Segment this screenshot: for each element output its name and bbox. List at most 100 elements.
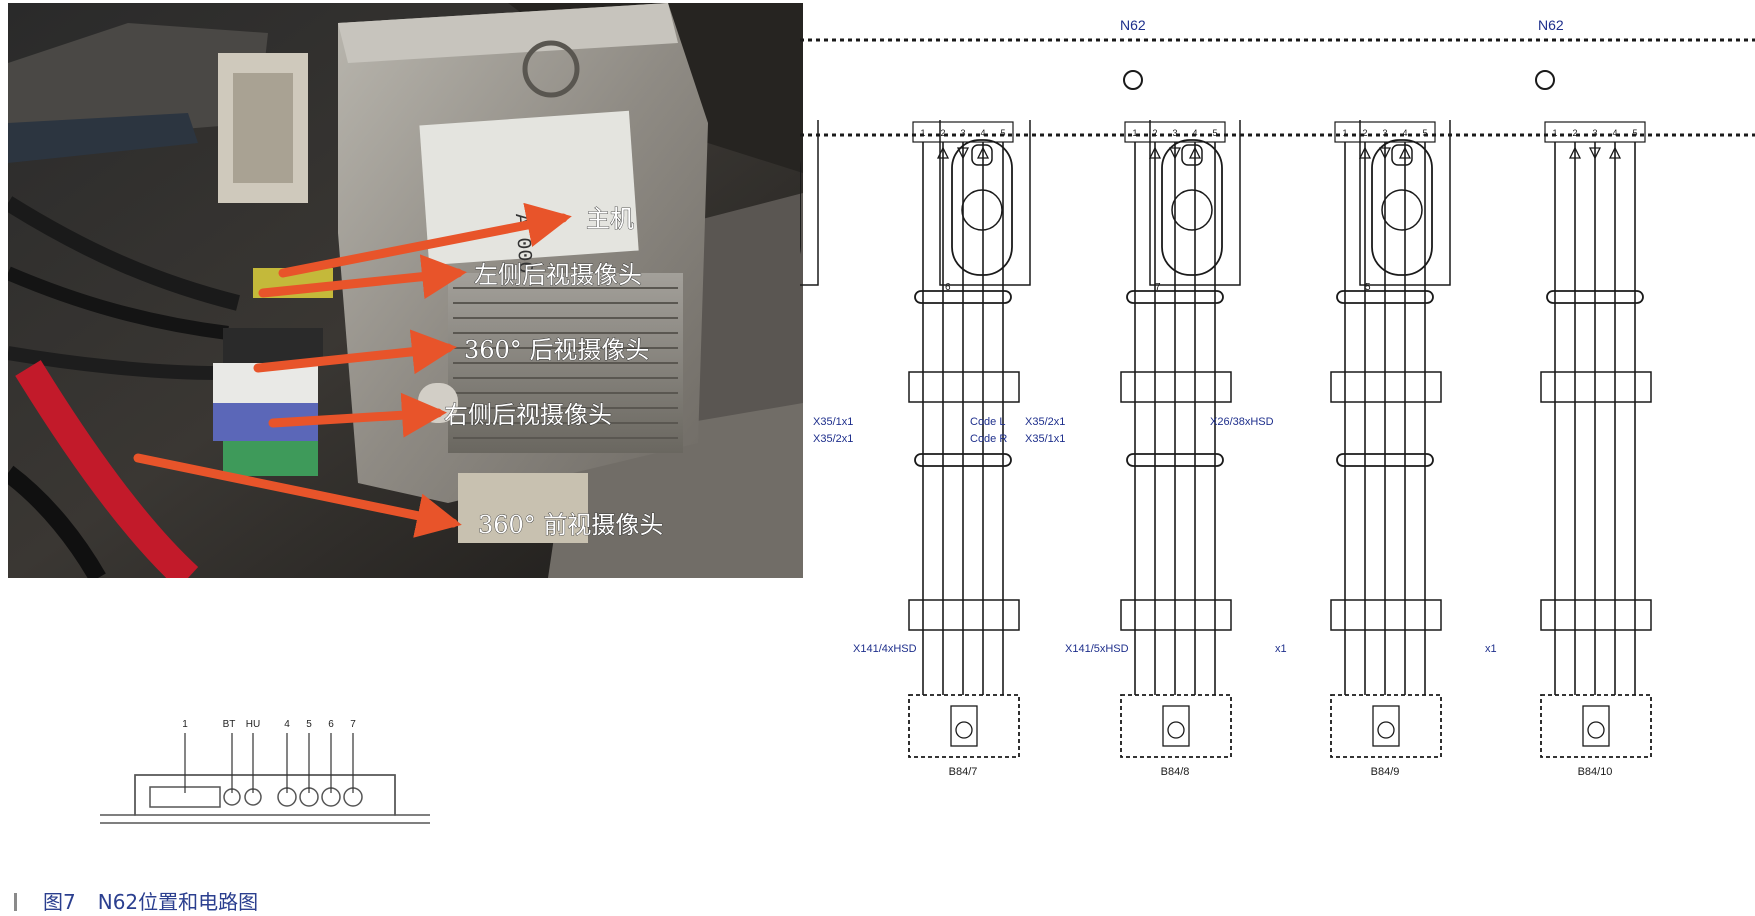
pin-number: 1 <box>920 128 925 138</box>
code-value-label: X26/38xHSD <box>1210 416 1274 428</box>
pin-number: 2 <box>1362 128 1367 138</box>
cable-sleeve <box>914 453 1012 467</box>
module-label-left: N62 <box>1120 17 1146 33</box>
figure-caption: 图7 N62位置和电路图 <box>14 886 258 915</box>
inline-connector <box>1540 371 1652 403</box>
connector-outline <box>800 120 819 286</box>
figure-number: 图7 <box>43 890 76 914</box>
connector-id-label: X141/4xHSD <box>853 643 917 655</box>
code-value-label: X35/1x1 <box>813 416 853 428</box>
pin-label: 7 <box>350 719 356 730</box>
pin-number: 3 <box>1592 128 1597 138</box>
pin-number: 1 <box>1342 128 1347 138</box>
figure-title: N62位置和电路图 <box>97 890 259 914</box>
device-label: B84/9 <box>1371 766 1400 778</box>
camera-device-box <box>1540 694 1652 758</box>
module-label-right: N62 <box>1538 17 1564 33</box>
pin-label: 5 <box>306 719 312 730</box>
diode-icon <box>956 147 970 160</box>
code-value-label: X35/2x1 <box>1025 416 1065 428</box>
cable-sleeve <box>1126 453 1224 467</box>
label-left-rear-camera: 左侧后视摄像头 <box>474 261 642 289</box>
cable-sleeve <box>914 290 1012 304</box>
pin-label: 4 <box>284 719 290 730</box>
diode-icon <box>1398 146 1412 159</box>
connector-id-label: x1 <box>1275 643 1287 655</box>
device-label: B84/8 <box>1161 766 1190 778</box>
diode-icon <box>1378 147 1392 160</box>
pin-number: 5 <box>1422 128 1427 138</box>
connector-id-label: X141/5xHSD <box>1065 643 1129 655</box>
label-host: 主机 <box>586 205 634 233</box>
camera-device-box <box>1330 694 1442 758</box>
code-value-label: X35/1x1 <box>1025 433 1065 445</box>
device-label: B84/7 <box>949 766 978 778</box>
inline-connector <box>1120 371 1232 403</box>
ground-icon <box>1535 70 1555 90</box>
camera-icon <box>1162 705 1190 747</box>
pin-number: 4 <box>1192 128 1197 138</box>
camera-icon <box>950 705 978 747</box>
camera-icon <box>1582 705 1610 747</box>
pin-number: 5 <box>1000 128 1005 138</box>
pin-number: 1 <box>1552 128 1557 138</box>
inline-connector <box>1330 371 1442 403</box>
pin-number: 2 <box>940 128 945 138</box>
pin-number: 5 <box>1212 128 1217 138</box>
diode-icon <box>1188 146 1202 159</box>
connector-face <box>1381 189 1423 231</box>
camera-connector-icon <box>1371 139 1433 276</box>
connector-face <box>961 189 1003 231</box>
connector-outline <box>939 120 1031 286</box>
camera-connector-icon <box>1161 139 1223 276</box>
pin-label: BT <box>223 719 236 730</box>
camera-lens-icon <box>1377 721 1395 739</box>
inline-connector <box>1330 599 1442 631</box>
camera-lens-icon <box>1167 721 1185 739</box>
camera-connector-icon <box>951 139 1013 276</box>
code-line-label: Code R <box>970 433 1007 445</box>
pin-number: 3 <box>960 128 965 138</box>
module-photo: A 000 900 主机 左侧后视摄像头 360° 后视摄像头 右侧后视摄像头 … <box>8 3 803 578</box>
inline-connector <box>1120 599 1232 631</box>
connector-drawing: 1 BT HU 4 5 6 7 <box>100 719 430 824</box>
diode-icon <box>976 146 990 159</box>
diode-icon <box>1168 147 1182 160</box>
device-label: B84/10 <box>1578 766 1613 778</box>
camera-lens-icon <box>955 721 973 739</box>
pin-number: 4 <box>1612 128 1617 138</box>
diode-icon <box>1608 146 1622 159</box>
label-360-rear-camera: 360° 后视摄像头 <box>464 336 649 364</box>
connector-latch <box>1391 144 1413 166</box>
code-value-label: X35/2x1 <box>813 433 853 445</box>
label-right-rear-camera: 右侧后视摄像头 <box>444 401 612 429</box>
inline-connector <box>1540 599 1652 631</box>
camera-device-box <box>1120 694 1232 758</box>
diode-icon <box>1148 146 1162 159</box>
ground-icon <box>1123 70 1143 90</box>
diode-icon <box>1358 146 1372 159</box>
connector-outline <box>1149 120 1241 286</box>
block-number: 7 <box>1155 282 1161 293</box>
connector-latch <box>971 144 993 166</box>
connector-latch <box>1181 144 1203 166</box>
pin-number: 2 <box>1152 128 1157 138</box>
pin-number: 3 <box>1382 128 1387 138</box>
pin-number: 3 <box>1172 128 1177 138</box>
cable-sleeve <box>1126 290 1224 304</box>
pin-label: 1 <box>182 719 188 730</box>
inline-connector <box>908 599 1020 631</box>
pin-number: 4 <box>980 128 985 138</box>
label-360-front-camera: 360° 前视摄像头 <box>478 511 663 539</box>
pin-number: 5 <box>1632 128 1637 138</box>
connector-outline <box>1359 120 1451 286</box>
inline-connector <box>908 371 1020 403</box>
connector-id-label: x1 <box>1485 643 1497 655</box>
cable-sleeve <box>1336 290 1434 304</box>
block-number: 5 <box>1365 282 1371 293</box>
block-number: 6 <box>945 282 951 293</box>
camera-icon <box>1372 705 1400 747</box>
cable-sleeve <box>1546 290 1644 304</box>
connector-face <box>1171 189 1213 231</box>
cable-sleeve <box>1336 453 1434 467</box>
